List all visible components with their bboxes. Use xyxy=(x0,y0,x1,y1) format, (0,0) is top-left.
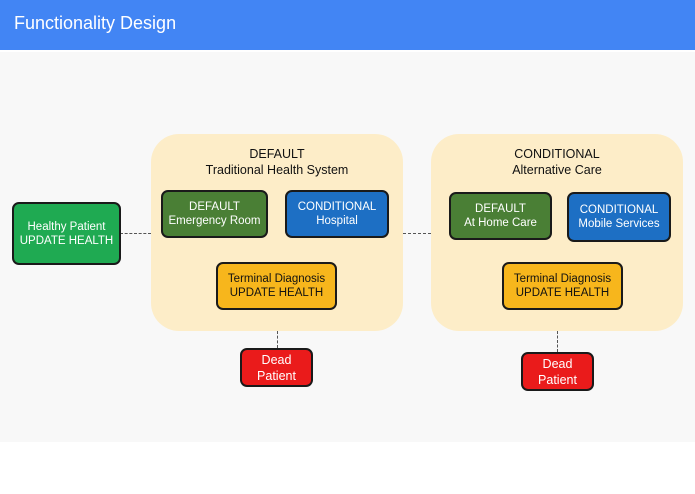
node-label: UPDATE HEALTH xyxy=(19,234,114,247)
alternative-care-group: CONDITIONAL Alternative Care DEFAULT At … xyxy=(431,134,683,331)
group-title: DEFAULT Traditional Health System xyxy=(151,146,403,178)
node-label: Healthy Patient xyxy=(27,220,106,233)
healthy-patient-node: Healthy Patient UPDATE HEALTH xyxy=(12,202,121,265)
traditional-health-system-group: DEFAULT Traditional Health System DEFAUL… xyxy=(151,134,403,331)
node-label: Emergency Room xyxy=(168,215,261,227)
group-title-line: Traditional Health System xyxy=(205,163,349,177)
node-label: DEFAULT xyxy=(475,203,526,215)
node-label: Dead xyxy=(542,356,573,371)
emergency-room-node: DEFAULT Emergency Room xyxy=(161,190,268,238)
group-title-line: Alternative Care xyxy=(512,163,602,177)
dead-patient-node-traditional: Dead Patient xyxy=(240,348,313,387)
page-title: Functionality Design xyxy=(14,13,177,33)
node-label: Terminal Diagnosis xyxy=(513,273,612,285)
connector-traditional-to-alternative xyxy=(403,233,431,234)
hospital-node: CONDITIONAL Hospital xyxy=(285,190,389,238)
node-label: Patient xyxy=(257,368,296,383)
diagram-canvas: Healthy Patient UPDATE HEALTH DEFAULT Tr… xyxy=(0,52,695,442)
mobile-services-node: CONDITIONAL Mobile Services xyxy=(567,192,671,242)
group-title-line: DEFAULT xyxy=(249,147,305,161)
connector-traditional-to-dead xyxy=(277,331,278,348)
node-label: UPDATE HEALTH xyxy=(515,287,610,299)
connector-start-to-traditional xyxy=(120,233,151,234)
node-label: CONDITIONAL xyxy=(297,201,377,213)
node-label: Terminal Diagnosis xyxy=(227,273,326,285)
title-bar: Functionality Design xyxy=(0,0,695,50)
node-label: At Home Care xyxy=(464,217,537,229)
node-label: UPDATE HEALTH xyxy=(229,287,324,299)
terminal-diagnosis-node: Terminal Diagnosis UPDATE HEALTH xyxy=(216,262,337,310)
node-label: Mobile Services xyxy=(578,218,660,230)
node-label: Hospital xyxy=(316,215,358,227)
terminal-diagnosis-node: Terminal Diagnosis UPDATE HEALTH xyxy=(502,262,623,310)
node-label: Dead xyxy=(261,352,292,367)
node-label: DEFAULT xyxy=(189,201,240,213)
connector-alternative-to-dead xyxy=(557,331,558,352)
node-label: Patient xyxy=(538,372,577,387)
dead-patient-node-alternative: Dead Patient xyxy=(521,352,594,391)
at-home-care-node: DEFAULT At Home Care xyxy=(449,192,552,240)
node-label: CONDITIONAL xyxy=(579,204,659,216)
group-title-line: CONDITIONAL xyxy=(514,147,600,161)
group-title: CONDITIONAL Alternative Care xyxy=(431,146,683,178)
